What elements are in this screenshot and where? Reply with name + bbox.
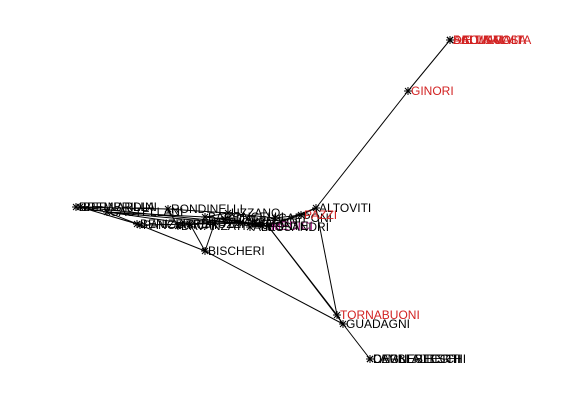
node-label: DAVANZATI xyxy=(181,219,246,233)
node-uzzano: UZZANO xyxy=(224,206,280,220)
edge-brembrilla-rondinelli xyxy=(75,206,169,210)
edge-uzzano-capponi xyxy=(227,212,276,219)
edge-altoviti-tornabuoni xyxy=(315,207,338,316)
node-star-icon xyxy=(271,214,279,222)
node-dietisalvi: DIETISALVI xyxy=(446,33,517,47)
node-label: TORNABUONI xyxy=(340,308,420,322)
node-star-icon xyxy=(164,205,172,213)
node-label: DEGLI ALBERTI xyxy=(373,352,461,366)
edge-guadagni-lamberteschi xyxy=(342,323,371,360)
node-brembrilla: BREMBRILLA xyxy=(72,200,155,214)
node-star-icon xyxy=(251,219,259,227)
node-peruzzi: PERUZZI xyxy=(186,217,244,231)
node-star-icon xyxy=(224,209,232,217)
node-label: BERNARDINI xyxy=(83,200,157,214)
edge-acciaiuoli-ginori xyxy=(407,39,451,92)
node-monte: MONTE xyxy=(258,219,308,233)
node-label: ALTOVITI xyxy=(319,201,371,215)
node-label: DALLA CASA xyxy=(453,33,526,47)
node-label: UZZANO xyxy=(231,206,280,220)
node-label: BREMBRILLA xyxy=(79,200,155,214)
edge-pazzi-altoviti xyxy=(300,207,317,216)
edge-pazzi-medici xyxy=(267,214,302,227)
node-label: BISCHERI xyxy=(208,244,265,258)
node-star-icon xyxy=(221,215,229,223)
node-label: CAPPONI xyxy=(278,211,332,225)
node-label: LAMBERTESCHI xyxy=(373,352,466,366)
node-star-icon xyxy=(366,355,374,363)
node-star-icon xyxy=(236,219,244,227)
node-label: GINORI xyxy=(411,84,454,98)
node-star-icon xyxy=(246,223,254,231)
node-star-icon xyxy=(72,203,80,211)
node-star-icon xyxy=(133,220,141,228)
edge-bischeri-guadagni xyxy=(204,250,344,325)
node-label: CARNESECCHI xyxy=(373,352,460,366)
node-label: STROZZI xyxy=(218,215,269,229)
node-star-icon xyxy=(333,311,341,319)
node-star-icon xyxy=(186,220,194,228)
node-label: MEDICI xyxy=(271,219,313,233)
node-star-icon xyxy=(103,208,111,216)
node-label: MONTE xyxy=(265,219,308,233)
node-star-icon xyxy=(258,222,266,230)
node-star-icon xyxy=(136,221,144,229)
node-guadagni: GUADAGNI xyxy=(339,317,410,331)
node-label: PANCIATICHI xyxy=(143,218,217,232)
node-degli-alberti: DEGLI ALBERTI xyxy=(366,352,461,366)
edge-bernardini-benizzi xyxy=(79,206,138,225)
node-star-icon xyxy=(297,211,305,219)
node-panciatichi: PANCIATICHI xyxy=(136,218,217,232)
node-star-icon xyxy=(264,222,272,230)
edge-bischeri-peruzzi xyxy=(189,223,206,252)
node-ginori: GINORI xyxy=(404,84,454,98)
node-star-icon xyxy=(404,87,412,95)
edge-bischeri-strozzi xyxy=(204,221,216,252)
node-star-icon xyxy=(312,204,320,212)
node-label: GUADAGNI xyxy=(346,317,410,331)
node-label: ACCIAIUOLI xyxy=(453,33,521,47)
node-label: SALVIATI xyxy=(453,33,504,47)
node-label: ALESSANDRI xyxy=(253,220,329,234)
node-label: DELLA VOLTA xyxy=(453,33,531,47)
edge-rondinelli-davanzati xyxy=(167,208,179,227)
node-star-icon xyxy=(201,247,209,255)
node-star-icon xyxy=(211,218,219,226)
node-alessandri: ALESSANDRI xyxy=(246,220,329,234)
node-star-icon xyxy=(339,320,347,328)
edge-capponi-pazzi xyxy=(274,214,302,219)
edge-castellani-strozzi xyxy=(106,211,216,223)
node-capponi: CAPPONI xyxy=(271,211,332,225)
node-altoviti: ALTOVITI xyxy=(312,201,371,215)
edge-baroncelli-uzzano xyxy=(204,212,229,218)
node-star-icon xyxy=(174,222,182,230)
node-davanzati: DAVANZATI xyxy=(174,219,246,233)
edge-rondinelli-uzzano xyxy=(167,208,229,214)
node-label: PERUZZI xyxy=(193,217,244,231)
node-label: PAZZI xyxy=(304,208,337,222)
node-strozzi: STROZZI xyxy=(211,215,269,229)
node-star-icon xyxy=(446,36,454,44)
node-star-icon xyxy=(201,213,209,221)
node-label: BENIZZI xyxy=(140,217,186,231)
node-tornabuoni: TORNABUONI xyxy=(333,308,420,322)
node-label: DIETISALVI xyxy=(453,33,517,47)
node-pazzi: PAZZI xyxy=(297,208,337,222)
node-benizzi: BENIZZI xyxy=(133,217,186,231)
edge-bischeri-castellani xyxy=(106,211,206,252)
node-medici: MEDICI xyxy=(264,219,313,233)
node-bischeri: BISCHERI xyxy=(201,244,265,258)
edge-medici-guadagni xyxy=(267,225,344,325)
edge-ginori-altoviti xyxy=(315,90,409,209)
edge-strozzi-valori xyxy=(214,221,256,224)
